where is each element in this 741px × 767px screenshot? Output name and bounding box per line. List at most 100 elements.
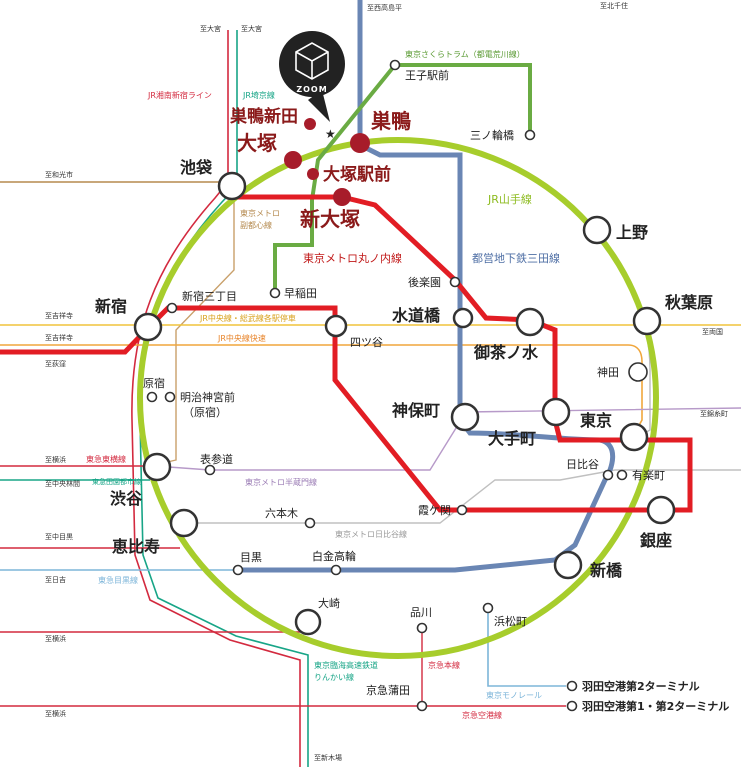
station-meguro[interactable] bbox=[232, 564, 244, 576]
label-keikyu-airport: 京急空港線 bbox=[462, 710, 502, 720]
station-oji-ekimae[interactable] bbox=[389, 59, 401, 71]
station-omotesando[interactable] bbox=[204, 464, 216, 476]
label-monorail: 東京モノレール bbox=[486, 690, 542, 700]
label-ikebukuro: 池袋 bbox=[180, 158, 213, 177]
dest-kichijoji-1: 至吉祥寺 bbox=[45, 311, 73, 320]
label-ochanomizu: 御茶ノ水 bbox=[473, 343, 539, 362]
label-haneda-t12: 羽田空港第1・第2ターミナル bbox=[582, 699, 729, 713]
station-hibiya[interactable] bbox=[602, 469, 614, 481]
label-fukutoshin-2: 副都心線 bbox=[240, 220, 272, 230]
station-sugamo-shinden[interactable] bbox=[304, 118, 316, 130]
dest-ogikubo: 至荻窪 bbox=[45, 359, 66, 368]
monorail-line bbox=[487, 608, 566, 687]
dest-kichijoji-2: 至吉祥寺 bbox=[45, 333, 73, 342]
station-ginza[interactable] bbox=[646, 495, 676, 525]
dest-omiya-2: 至大宮 bbox=[241, 24, 262, 33]
sakura-tram-line bbox=[273, 63, 532, 293]
label-hamamatsucho: 浜松町 bbox=[494, 614, 527, 628]
station-shinagawa[interactable] bbox=[416, 622, 428, 634]
station-yotsuya[interactable] bbox=[324, 314, 348, 338]
dest-nakameguro: 至中目黒 bbox=[45, 532, 73, 541]
label-sugamo-shinden: 巣鴨新田 bbox=[229, 106, 298, 127]
label-chuo-rapid: JR中央線快速 bbox=[217, 333, 266, 343]
label-shinjuku: 新宿 bbox=[95, 297, 127, 316]
label-rinkai-2: りんかい線 bbox=[314, 672, 354, 682]
label-meiji-jingumae-sub: （原宿） bbox=[183, 405, 227, 419]
label-oji-ekimae: 王子駅前 bbox=[405, 68, 449, 82]
yamanote-loop bbox=[137, 137, 659, 659]
dest-nishitakashimadaira: 至西高島平 bbox=[367, 3, 402, 12]
station-akihabara[interactable] bbox=[632, 306, 662, 336]
station-meiji-jingumae[interactable] bbox=[164, 391, 176, 403]
station-ochanomizu[interactable] bbox=[515, 307, 545, 337]
label-ginza: 銀座 bbox=[640, 531, 672, 550]
station-osaki[interactable] bbox=[294, 608, 322, 636]
label-minowabashi: 三ノ輪橋 bbox=[470, 128, 514, 142]
station-yurakucho[interactable] bbox=[616, 469, 628, 481]
thin-lines bbox=[0, 30, 741, 767]
label-sugamo: 巣鴨 bbox=[370, 109, 411, 133]
small-station-markers bbox=[146, 59, 648, 712]
dest-omiya-1: 至大宮 bbox=[200, 24, 221, 33]
station-otemachi[interactable] bbox=[541, 397, 571, 427]
station-otsuka-ekimae[interactable] bbox=[307, 168, 319, 180]
label-keikyu-kamata: 京急蒲田 bbox=[366, 683, 410, 697]
station-tokyo[interactable] bbox=[619, 422, 649, 452]
label-yotsuya: 四ツ谷 bbox=[350, 336, 383, 349]
site-station-markers bbox=[284, 118, 370, 206]
station-ueno[interactable] bbox=[582, 215, 612, 245]
destination-labels: 至大宮 至大宮 至西高島平 至北千住 至和光市 至吉祥寺 至吉祥寺 至荻窪 至両… bbox=[45, 1, 728, 762]
dest-yokohama-2: 至横浜 bbox=[45, 634, 66, 643]
station-haneda-t2[interactable] bbox=[566, 680, 578, 692]
station-shin-otsuka[interactable] bbox=[333, 188, 351, 206]
chuo-rapid-line bbox=[0, 344, 643, 439]
label-chuo-local: JR中央線・総武線各駅停車 bbox=[199, 313, 296, 323]
dest-wakoshi: 至和光市 bbox=[45, 170, 73, 179]
label-shinagawa: 品川 bbox=[410, 606, 432, 619]
label-denentoshi: 東急田園都市線 bbox=[92, 477, 141, 486]
label-rinkai-1: 東京臨海高速鉄道 bbox=[314, 660, 378, 670]
station-keikyu-kamata[interactable] bbox=[416, 700, 428, 712]
dest-shinkiba: 至新木場 bbox=[314, 753, 342, 762]
label-hibiya: 日比谷 bbox=[566, 458, 599, 471]
label-shinjuku-sanchome: 新宿三丁目 bbox=[182, 289, 237, 303]
station-jimbocho[interactable] bbox=[450, 402, 480, 432]
station-minowabashi[interactable] bbox=[524, 129, 536, 141]
station-roppongi[interactable] bbox=[304, 517, 316, 529]
label-waseda: 早稲田 bbox=[284, 287, 317, 300]
label-osaki: 大崎 bbox=[318, 596, 340, 610]
label-yurakucho: 有楽町 bbox=[632, 468, 665, 482]
site-star-icon: ★ bbox=[325, 127, 336, 141]
station-hamamatsucho[interactable] bbox=[482, 602, 494, 614]
label-sakura-tram: 東京さくらトラム（都電荒川線） bbox=[405, 49, 525, 59]
station-harajuku[interactable] bbox=[146, 391, 158, 403]
station-shibuya[interactable] bbox=[142, 452, 172, 482]
station-shinjuku-sanchome[interactable] bbox=[166, 302, 178, 314]
station-ikebukuro[interactable] bbox=[217, 171, 247, 201]
label-shimbashi: 新橋 bbox=[590, 561, 623, 580]
label-tokyo: 東京 bbox=[580, 411, 612, 430]
label-hanzomon: 東京メトロ半蔵門線 bbox=[245, 477, 317, 487]
station-sugamo[interactable] bbox=[350, 133, 370, 153]
label-meiji-jingumae: 明治神宮前 bbox=[180, 390, 235, 404]
station-kanda[interactable] bbox=[628, 362, 648, 382]
station-kasumigaseki[interactable] bbox=[456, 504, 468, 516]
station-shinjuku[interactable] bbox=[133, 312, 163, 342]
station-shimbashi[interactable] bbox=[553, 550, 583, 580]
label-roppongi: 六本木 bbox=[265, 506, 298, 520]
station-haneda-t12[interactable] bbox=[566, 700, 578, 712]
label-omotesando: 表参道 bbox=[200, 452, 233, 466]
station-korakuen[interactable] bbox=[449, 276, 461, 288]
station-otsuka[interactable] bbox=[284, 151, 302, 169]
station-shirokane[interactable] bbox=[330, 564, 342, 576]
label-otsuka-ekimae: 大塚駅前 bbox=[323, 164, 391, 185]
label-yamanote: JR山手線 bbox=[487, 192, 532, 206]
station-waseda[interactable] bbox=[269, 287, 281, 299]
dest-yokohama-1: 至横浜 bbox=[45, 455, 66, 464]
label-marunouchi: 東京メトロ丸ノ内線 bbox=[303, 251, 402, 265]
zoom-label: ZOOM bbox=[296, 85, 327, 94]
label-akihabara: 秋葉原 bbox=[665, 293, 713, 312]
station-ebisu[interactable] bbox=[169, 508, 199, 538]
station-suidobashi[interactable] bbox=[452, 307, 474, 329]
